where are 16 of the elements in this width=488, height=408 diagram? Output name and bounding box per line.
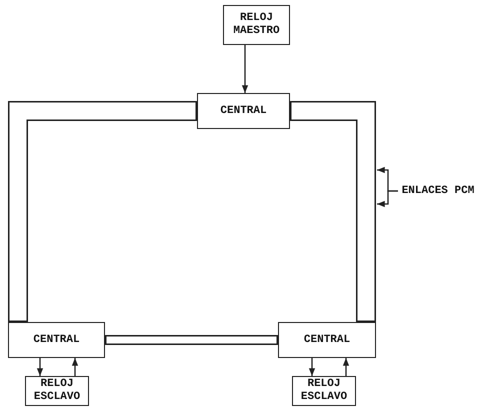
arrow <box>36 358 44 376</box>
clock-box: RELOJ ESCLAVO <box>292 376 356 406</box>
clock-box: RELOJ MAESTRO <box>223 5 290 45</box>
exchange-box: CENTRAL <box>8 322 105 358</box>
arrow <box>72 358 78 376</box>
arrow <box>308 358 316 376</box>
exchange-box: CENTRAL <box>278 322 376 358</box>
clock-box: RELOJ ESCLAVO <box>25 376 89 406</box>
pcm-link-line <box>8 101 197 322</box>
pcm-link-line <box>105 335 278 345</box>
leader-arrow <box>377 190 398 208</box>
link-label: ENLACES PCM <box>402 184 474 198</box>
arrow <box>242 45 248 93</box>
arrow <box>342 358 350 376</box>
pcm-link-line <box>290 101 376 322</box>
exchange-box: CENTRAL <box>197 93 290 129</box>
